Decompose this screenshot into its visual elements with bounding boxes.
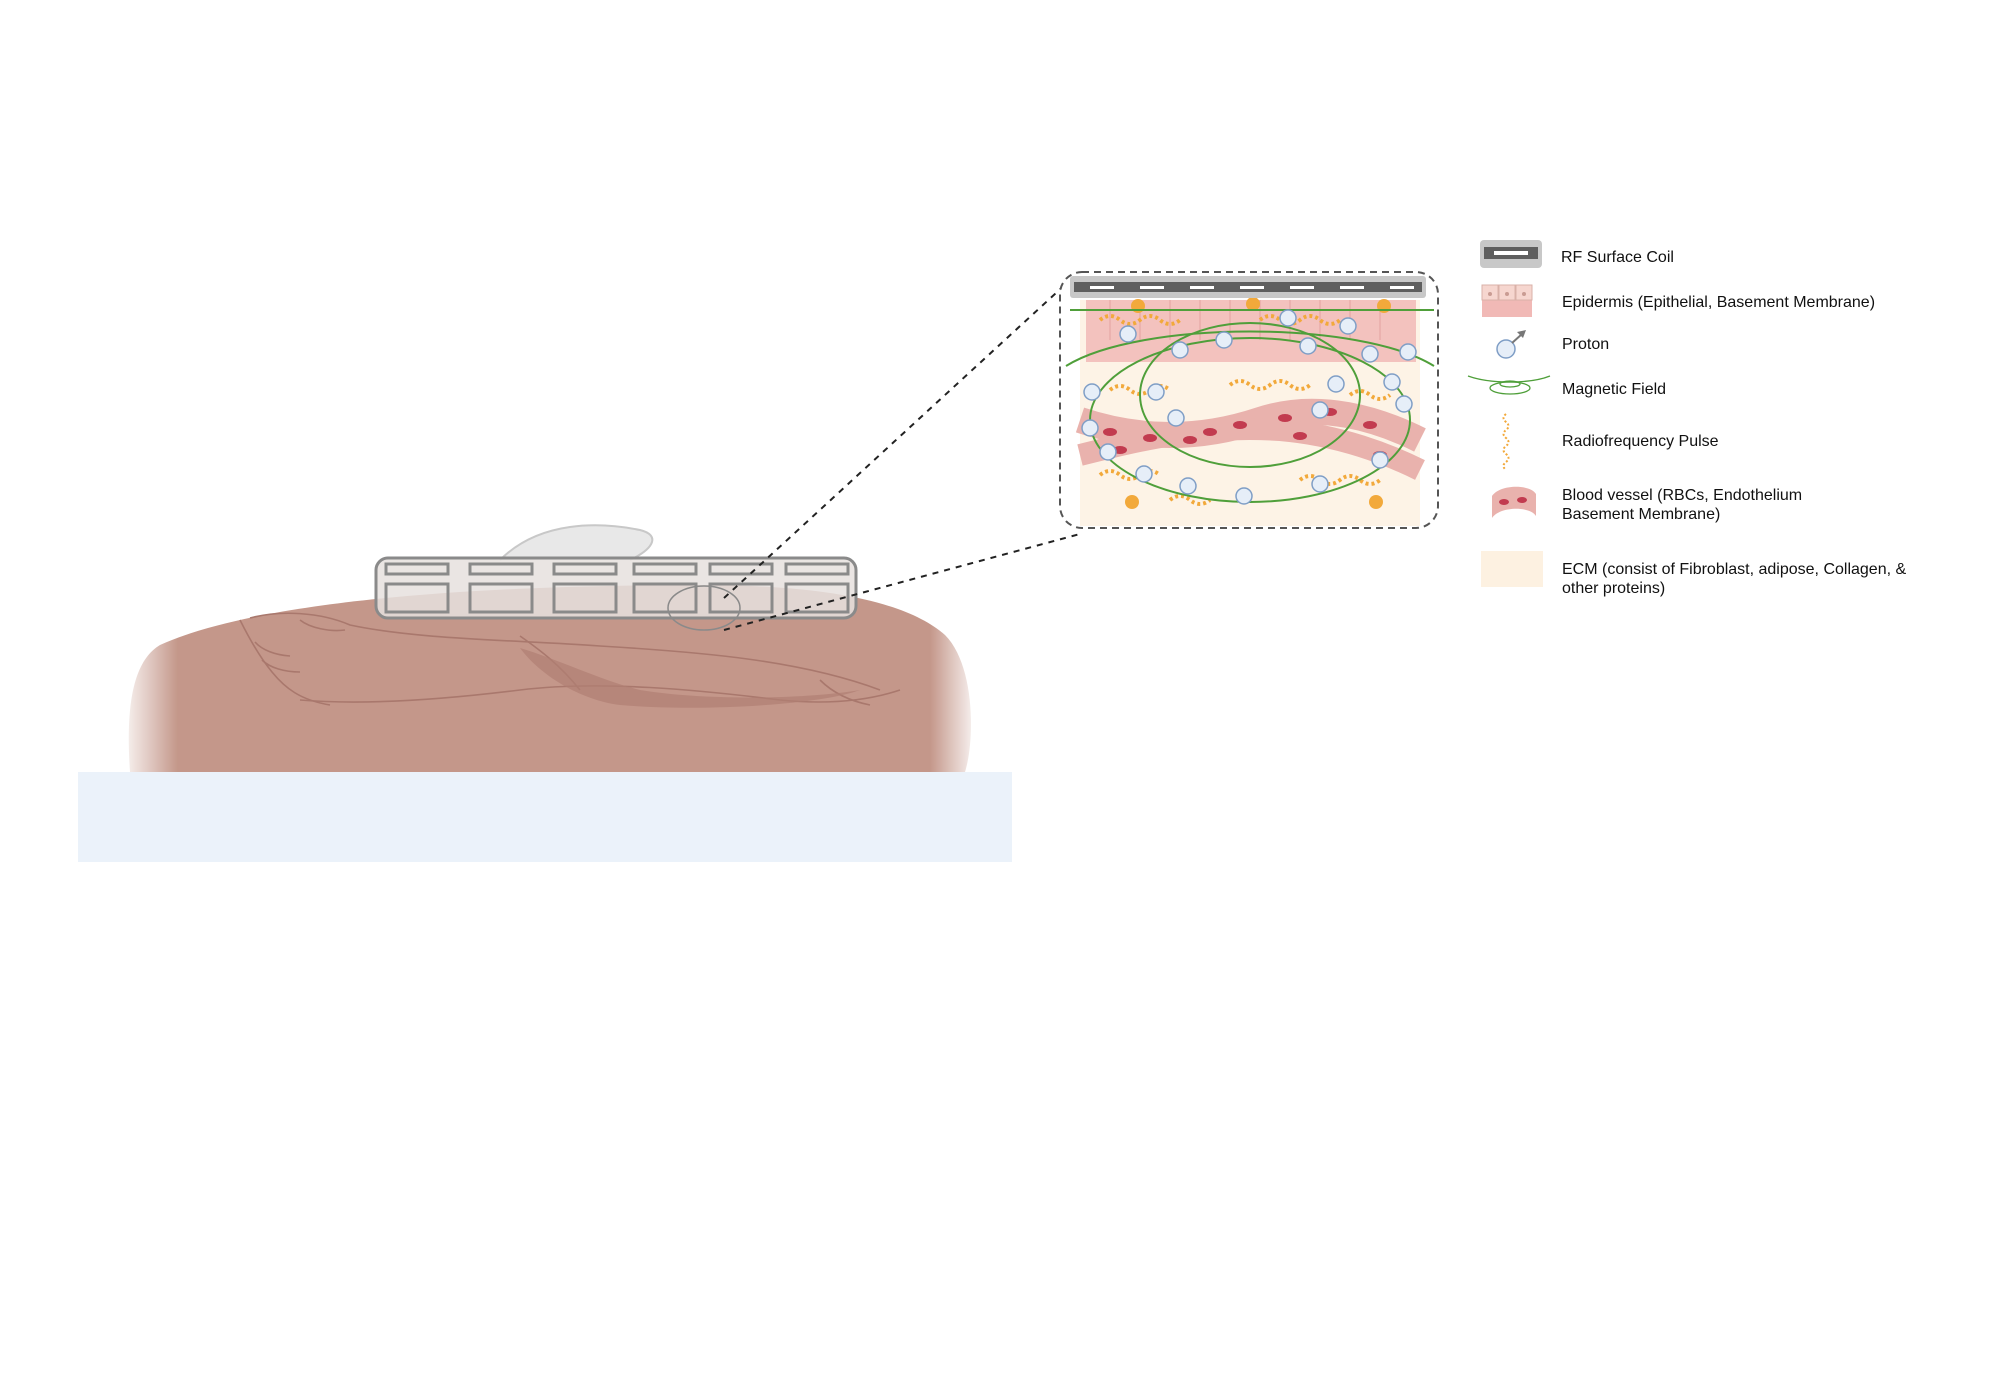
rf-coil-icon <box>1480 240 1542 268</box>
inset-rf-coil <box>1070 276 1426 298</box>
patient-scene <box>78 281 1081 862</box>
proton-icon <box>1496 330 1526 359</box>
inset-frame <box>1059 271 1439 529</box>
blood-vessel-icon <box>1492 486 1536 518</box>
epidermis-icon <box>1481 284 1533 317</box>
legend-icons <box>1467 240 1551 587</box>
body-fade-left <box>118 600 178 772</box>
legend-label-ecm: ECM (consist of Fibroblast, adipose, Col… <box>1562 561 1907 597</box>
zoom-line-top <box>723 281 1069 599</box>
scanner-table <box>78 772 1012 862</box>
patient-body <box>128 585 971 772</box>
zoom-line-bottom <box>723 533 1081 631</box>
magnetic-field-icon <box>1467 375 1551 395</box>
arm-shadow <box>520 648 860 708</box>
legend-label-epidermis: Epidermis (Epithelial, Basement Membrane… <box>1562 294 1876 311</box>
inset-protons <box>1081 309 1417 505</box>
legend-label-blood-vessel: Blood vessel (RBCs, Endothelium Basement… <box>1562 487 1803 523</box>
legend-label-magnetic-field: Magnetic Field <box>1562 381 1667 398</box>
zoom-source-ellipse <box>667 585 741 631</box>
legend-label-radiofrequency-pulse: Radiofrequency Pulse <box>1562 433 1719 450</box>
ecm-icon <box>1481 551 1543 587</box>
body-fade-right <box>930 600 980 772</box>
coil-cable <box>499 524 654 561</box>
rf-surface-coil <box>374 556 858 631</box>
legend-label-rf-surface-coil: RF Surface Coil <box>1561 249 1674 266</box>
tissue-inset <box>1059 271 1439 529</box>
rf-pulse-icon <box>1502 413 1510 471</box>
legend-label-proton: Proton <box>1562 336 1610 353</box>
